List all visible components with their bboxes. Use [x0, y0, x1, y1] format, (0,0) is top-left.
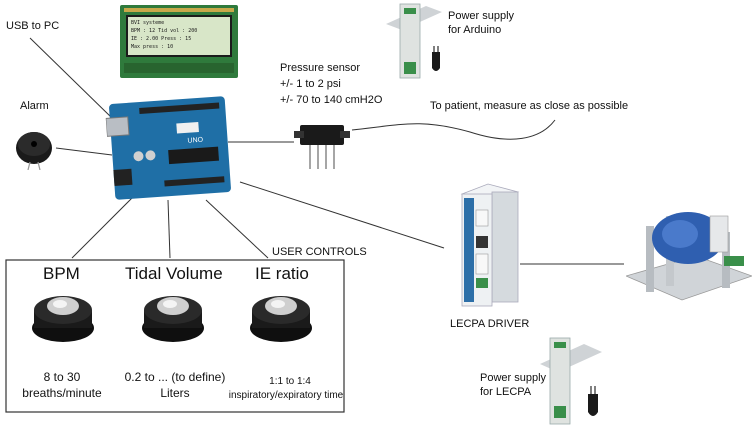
driver-module-icon [460, 183, 520, 307]
lcd-line-1: BVI systeme [131, 20, 165, 26]
tidal-volume-knob[interactable] [140, 288, 206, 344]
alarm-wire [55, 147, 113, 156]
bag-actuator-icon [624, 212, 754, 301]
power-supply-arduino-label-2: for Arduino [448, 24, 502, 36]
tidal-volume-title: Tidal Volume [125, 264, 223, 283]
power-supply-arduino-label-1: Power supply [448, 10, 515, 22]
ie-ratio-knob[interactable] [248, 288, 314, 344]
patient-tube [351, 119, 556, 140]
pressure-sensor-icon [294, 125, 350, 169]
lcd-board-icon [120, 5, 238, 78]
bpm-range: 8 to 30 [43, 370, 81, 384]
alarm-buzzer [12, 122, 56, 171]
knob-icon [250, 296, 312, 342]
ie-ratio-title: IE ratio [255, 264, 309, 283]
bpm-unit: breaths/minute [22, 386, 102, 400]
knob-icon [142, 296, 204, 342]
din-power-supply-icon [540, 337, 602, 425]
bpm-control-wire [71, 197, 133, 259]
power-supply-lecpa-label-1: Power supply [480, 372, 547, 384]
ie-ratio-range: 1:1 to 1:4 [269, 376, 311, 387]
lecpa-driver-label: LECPA DRIVER [450, 318, 530, 330]
pressure-sensor-label: Pressure sensor [280, 62, 361, 74]
lcd-line-2: BPM : 12 Tid vol : 200 [131, 28, 198, 34]
to-patient-label: To patient, measure as close as possible [430, 100, 629, 112]
ventilator-actuator [624, 196, 754, 306]
bpm-title: BPM [43, 264, 80, 283]
ie-control-wire [205, 199, 269, 259]
arduino-board: UNO [105, 96, 232, 200]
svg-text:UNO: UNO [187, 137, 204, 145]
tidal-volume-unit: Liters [160, 386, 190, 400]
tidal-volume-range: 0.2 to ... (to define) [124, 370, 226, 384]
lecpa-power-supply [540, 336, 610, 426]
buzzer-icon [16, 132, 52, 171]
tidal-control-wire [167, 199, 171, 259]
lecpa-driver [454, 180, 522, 310]
user-controls-frame [5, 259, 345, 413]
bpm-knob[interactable] [30, 288, 96, 344]
pressure-sensor [294, 115, 352, 173]
knob-icon [32, 296, 94, 342]
lcd-display: BVI systeme BPM : 12 Tid vol : 200 IE : … [120, 5, 238, 78]
lcd-line-4: Max press : 10 [131, 44, 174, 50]
din-power-supply-icon [386, 3, 442, 79]
pressure-range-psi-label: +/- 1 to 2 psi [280, 78, 341, 90]
user-controls-label: USER CONTROLS [272, 246, 367, 258]
alarm-label: Alarm [20, 100, 49, 112]
arduino-power-supply [386, 2, 452, 80]
usb-wire [29, 37, 113, 119]
usb-to-pc-label: USB to PC [6, 20, 60, 32]
ie-ratio-unit: inspiratory/expiratory time [228, 390, 344, 401]
driver-wire [239, 181, 445, 249]
arduino-uno-icon: UNO [105, 96, 231, 200]
lcd-line-3: IE : 2.00 Press : 15 [131, 36, 192, 42]
pressure-range-cmh2o-label: +/- 70 to 140 cmH2O [280, 94, 383, 106]
power-supply-lecpa-label-2: for LECPA [480, 386, 532, 398]
